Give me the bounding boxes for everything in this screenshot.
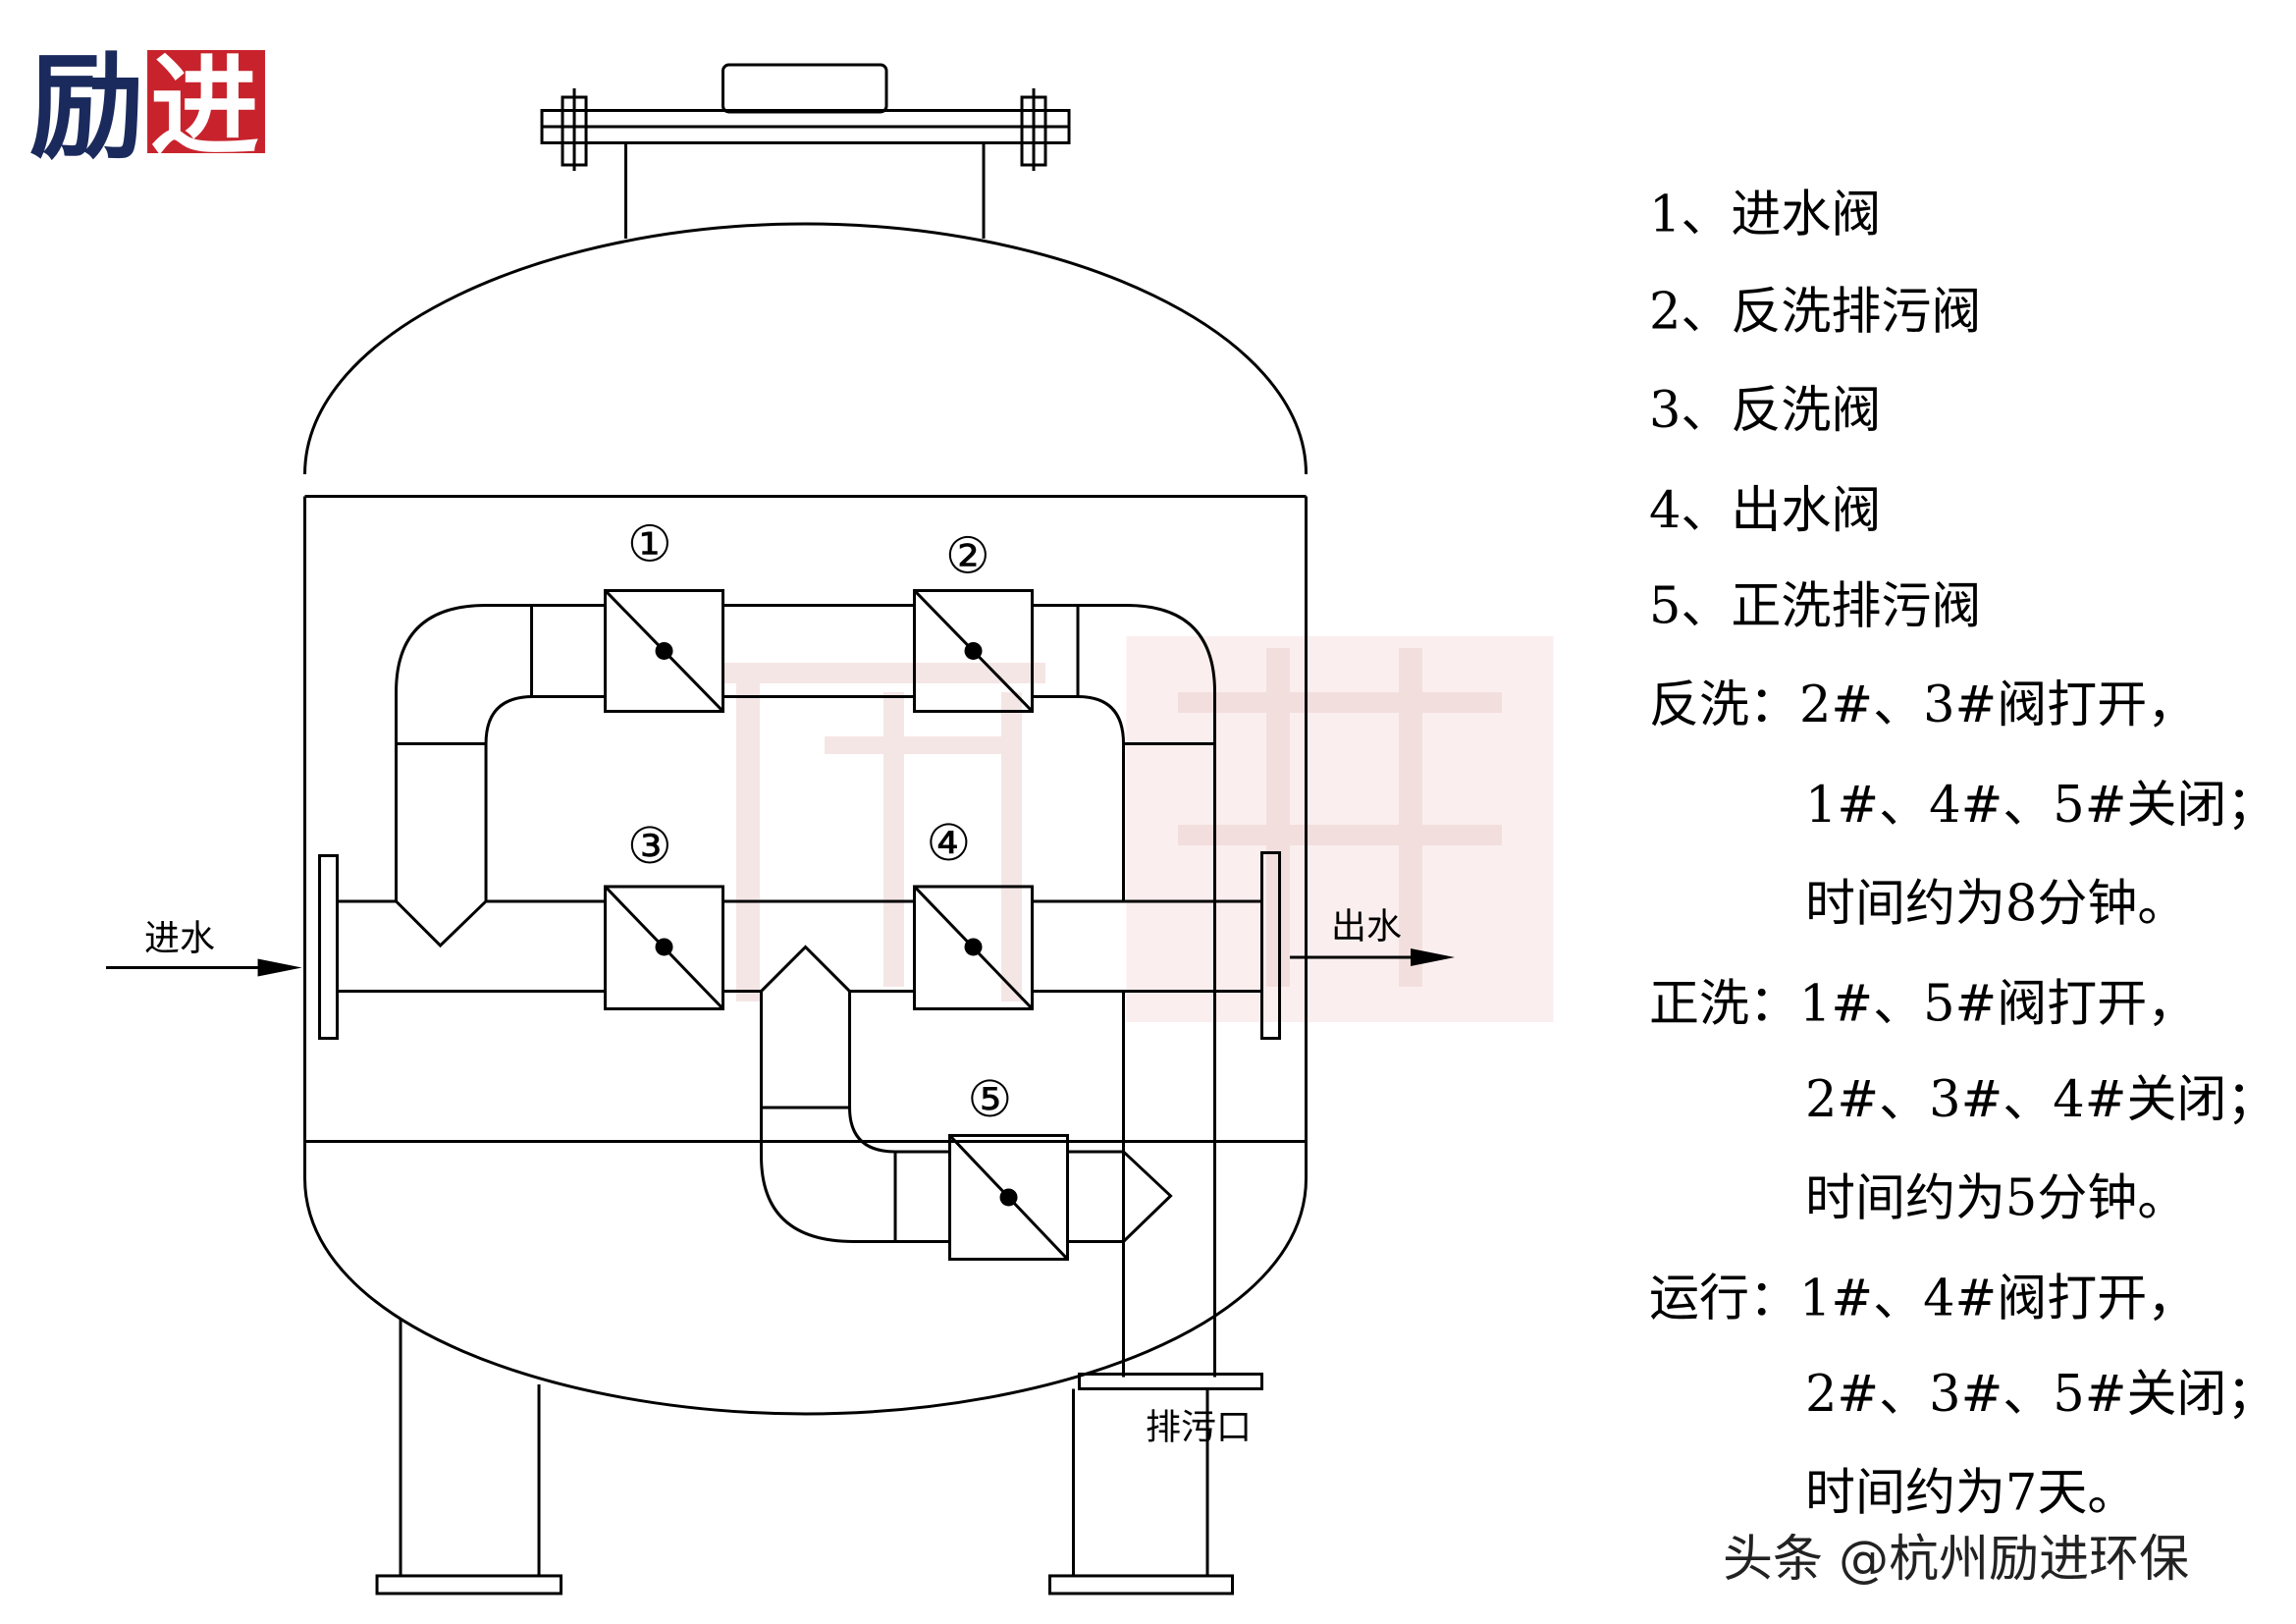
legend-item: 3、反洗阀 <box>1649 382 1881 440</box>
logo-char-2: 进 <box>150 43 259 171</box>
outlet-flange <box>1260 850 1282 1040</box>
valve-label-3: ③ <box>627 818 672 876</box>
valve-label-1: ① <box>627 515 672 573</box>
outlet-label: 出水 <box>1331 906 1402 947</box>
inlet-label: 进水 <box>144 918 215 958</box>
bolt-right <box>1020 87 1047 171</box>
valve-label-2: ② <box>945 527 990 585</box>
valve-5[interactable] <box>948 1133 1070 1261</box>
valve-label-5: ⑤ <box>968 1071 1013 1129</box>
logo-char-1: 励 <box>29 39 144 175</box>
mode-run-title: 运行：1#、4#阀打开， <box>1649 1270 2197 1327</box>
tank-body <box>303 222 1308 1416</box>
mode-backwash-title: 反洗：2#、3#阀打开， <box>1649 677 2197 734</box>
legend-item: 5、正洗排污阀 <box>1649 577 1981 635</box>
mode-run-closed: 2#、3#、5#关闭； <box>1805 1366 2276 1424</box>
legend-item: 4、出水阀 <box>1649 482 1881 540</box>
bolt-left <box>561 87 588 171</box>
valve-4[interactable] <box>913 885 1035 1010</box>
tank-lid <box>540 63 1071 239</box>
tank-legs <box>375 1318 1235 1596</box>
outlet-arrow <box>1290 947 1456 966</box>
inlet-flange <box>318 853 340 1040</box>
mode-rinse-title: 正洗：1#、5#阀打开， <box>1649 975 2197 1033</box>
mode-rinse-time: 时间约为5分钟。 <box>1805 1169 2187 1227</box>
drain-flange <box>1078 1372 1264 1390</box>
valve-label-4: ④ <box>927 815 972 873</box>
source-watermark: 头条 @杭州励进环保 <box>1723 1531 2189 1589</box>
watermark <box>721 635 1554 1022</box>
mode-run-time: 时间约为7天。 <box>1805 1464 2137 1522</box>
valve-legend: 1、进水阀 2、反洗排污阀 3、反洗阀 4、出水阀 5、正洗排污阀 反洗：2#、… <box>1649 186 2276 1522</box>
drain-label: 排污口 <box>1146 1407 1252 1447</box>
legend-item: 2、反洗排污阀 <box>1649 283 1981 341</box>
pipework <box>318 603 1282 1390</box>
logo: 励 进 <box>29 39 266 175</box>
valve-1[interactable] <box>604 588 725 713</box>
mode-rinse-closed: 2#、3#、4#关闭； <box>1805 1071 2276 1129</box>
valve-3[interactable] <box>604 885 725 1010</box>
mode-backwash-closed: 1#、4#、5#关闭； <box>1805 777 2276 835</box>
legend-item: 1、进水阀 <box>1649 186 1881 244</box>
mode-backwash-time: 时间约为8分钟。 <box>1805 875 2187 933</box>
inlet-arrow <box>106 958 302 977</box>
valve-2[interactable] <box>913 588 1035 713</box>
